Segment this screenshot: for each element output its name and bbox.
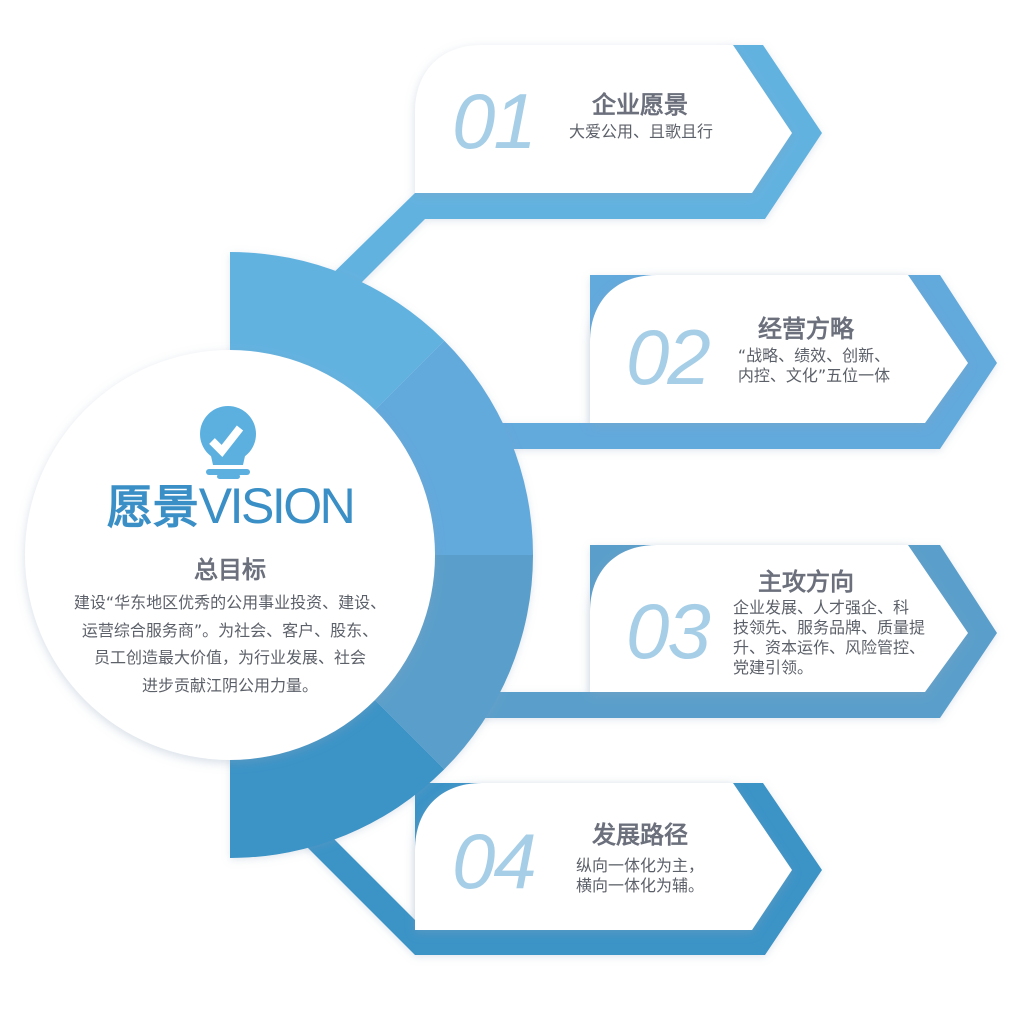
center-title-en: VISION xyxy=(198,478,356,534)
item-desc-2: “战略、绩效、创新、 内控、文化”五位一体 xyxy=(728,346,900,386)
center-subtitle: 总目标 xyxy=(194,556,266,584)
center-title: 愿景VISION xyxy=(30,478,430,546)
item-number-3: 03 xyxy=(626,587,711,675)
lightbulb-check-icon xyxy=(200,406,256,479)
item-desc-1: 大爱公用、且歌且行 xyxy=(560,122,722,142)
item-desc-line: “战略、绩效、创新、 xyxy=(737,346,891,365)
item-card-4 xyxy=(415,783,792,930)
item-desc-line: 大爱公用、且歌且行 xyxy=(568,122,713,141)
item-desc-line: 内控、文化”五位一体 xyxy=(737,366,891,385)
item-desc-line: 党建引领。 xyxy=(733,658,814,677)
item-number-1: 01 xyxy=(452,77,537,165)
center-circle xyxy=(25,350,435,760)
item-desc-line: 横向一体化为辅。 xyxy=(575,876,704,895)
item-title-2: 经营方略 xyxy=(758,315,854,343)
item-desc-line: 升、资本运作、风险管控、 xyxy=(733,638,926,657)
item-title-3: 主攻方向 xyxy=(758,568,854,596)
item-desc-line: 企业发展、人才强企、科 xyxy=(733,598,910,617)
center-paragraph: 建设“华东地区优秀的公用事业投资、建设、 运营综合服务商”。为社会、客户、股东、… xyxy=(30,589,430,699)
center-paragraph-line: 员工创造最大价值，为行业发展、社会 xyxy=(93,648,366,667)
item-card-3 xyxy=(590,545,968,692)
center-title-cn: 愿景 xyxy=(106,480,199,534)
item-title-4: 发展路径 xyxy=(592,821,688,849)
item-desc-4: 纵向一体化为主， 横向一体化为辅。 xyxy=(572,856,708,896)
item-number-2: 02 xyxy=(626,313,711,401)
item-desc-3: 企业发展、人才强企、科 技领先、服务品牌、质量提 升、资本运作、风险管控、 党建… xyxy=(733,598,925,678)
item-title-1: 企业愿景 xyxy=(592,91,688,119)
center-paragraph-line: 运营综合服务商”。为社会、客户、股东、 xyxy=(81,620,379,640)
item-desc-line: 技领先、服务品牌、质量提 xyxy=(733,618,926,637)
item-card-1 xyxy=(415,45,792,193)
item-card-2 xyxy=(590,275,968,423)
item-desc-line: 纵向一体化为主， xyxy=(575,856,704,875)
center-paragraph-line: 进步贡献江阴公用力量。 xyxy=(141,675,318,695)
item-number-4: 04 xyxy=(452,817,537,905)
center-paragraph-line: 建设“华东地区优秀的公用事业投资、建设、 xyxy=(73,593,387,612)
